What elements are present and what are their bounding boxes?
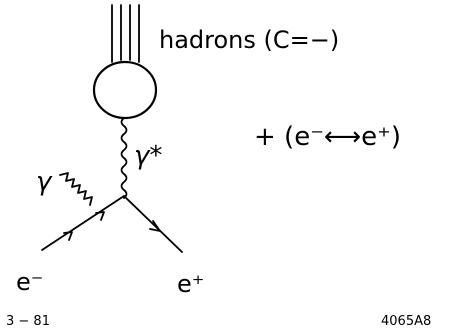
figure-id-label: 4065A8 [381, 314, 431, 329]
electron-arrow-mid [95, 211, 105, 221]
positron-line [123, 195, 183, 253]
date-label: 3 − 81 [6, 314, 50, 329]
positron-label: e⁺ [177, 270, 204, 298]
virtual-photon-label: γ* [134, 141, 162, 171]
real-photon-line [59, 172, 93, 206]
electron-arrow [63, 231, 73, 241]
electron-label: e⁻ [16, 268, 43, 296]
hadron-jet-lines [111, 4, 140, 63]
positron-arrow [149, 220, 161, 232]
real-photon-label: γ [36, 167, 53, 197]
swap-label: + (e⁻⟷e⁺) [254, 122, 401, 152]
virtual-photon-line [120, 117, 128, 199]
hadrons-label: hadrons (C=−) [159, 26, 339, 54]
hadron-blob [92, 60, 158, 120]
electron-line [41, 195, 125, 251]
